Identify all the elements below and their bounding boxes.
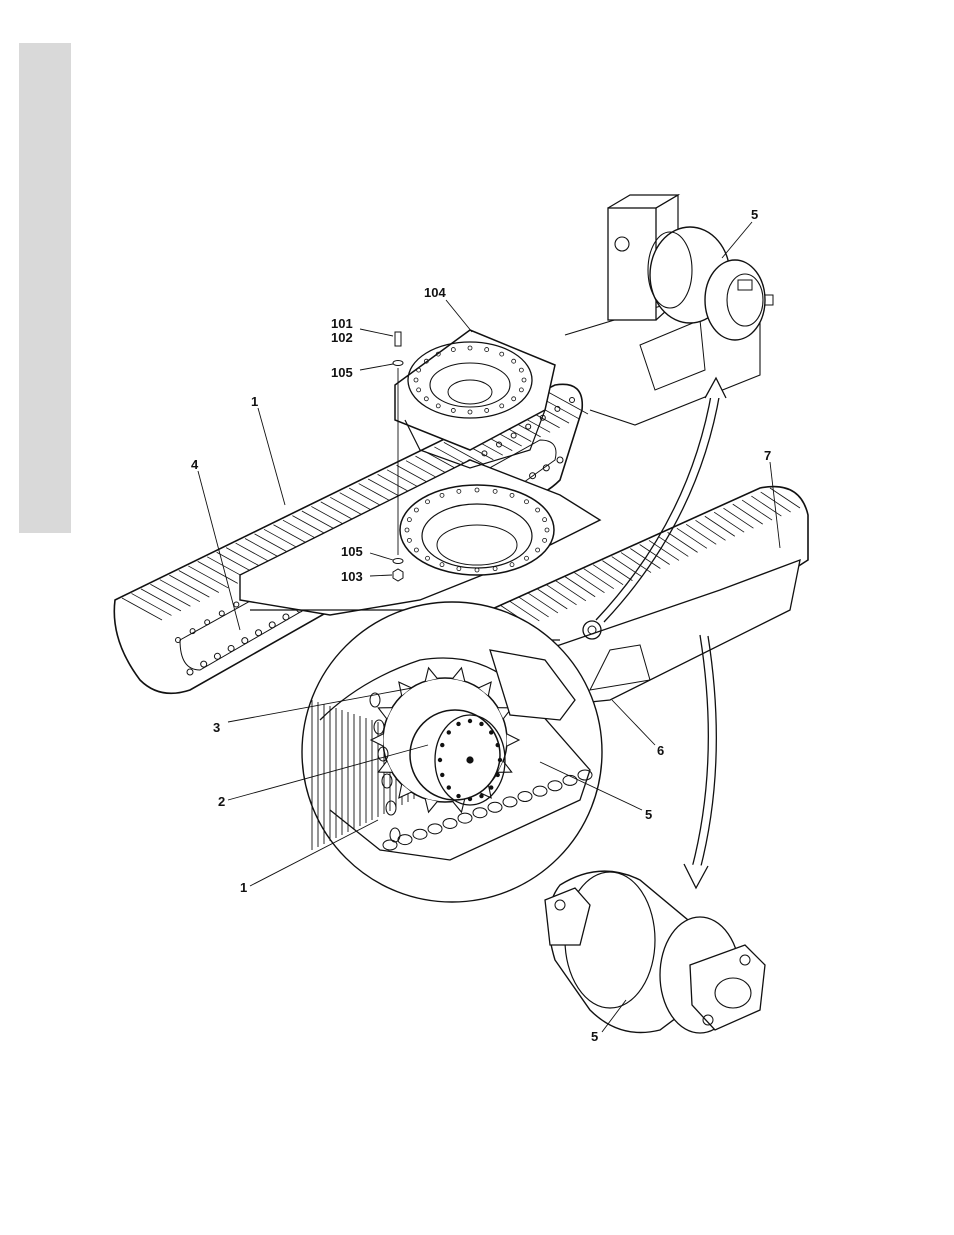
track-shoe-grouser bbox=[131, 593, 171, 615]
callout-105-mid: 105 bbox=[341, 545, 363, 558]
drive-bolt bbox=[489, 786, 493, 790]
callout-101-102: 101 102 bbox=[331, 317, 353, 345]
track-link-pin bbox=[557, 457, 563, 463]
track-shoe-grouser bbox=[602, 561, 632, 581]
track-shoe-grouser bbox=[640, 544, 670, 564]
callout-2-final-drive: 2 bbox=[218, 795, 225, 808]
drive-bolt bbox=[480, 722, 484, 726]
track-shoe-grouser bbox=[150, 584, 190, 606]
track-link-pin bbox=[219, 611, 224, 616]
track-shoe-grouser bbox=[742, 500, 772, 520]
washer-105-top bbox=[393, 361, 403, 366]
drive-bolt bbox=[496, 743, 500, 747]
track-link-pin bbox=[228, 645, 234, 651]
track-link-pin bbox=[214, 653, 220, 659]
track-shoe-grouser bbox=[584, 569, 614, 589]
track-link-pin bbox=[187, 669, 193, 675]
drive-bolt bbox=[440, 743, 444, 747]
track-link-pin bbox=[256, 630, 262, 636]
callout-7: 7 bbox=[764, 449, 771, 462]
callout-103: 103 bbox=[341, 570, 363, 583]
track-shoe-grouser bbox=[686, 524, 716, 544]
track-shoe-grouser bbox=[677, 528, 707, 548]
final-drive-motor-2 bbox=[410, 710, 500, 800]
arrow-to-track-roller bbox=[692, 635, 708, 868]
track-shoe-grouser bbox=[122, 598, 162, 620]
track-shoe-grouser bbox=[556, 581, 586, 601]
track-link-pin bbox=[205, 620, 210, 625]
drive-bolt bbox=[496, 773, 500, 777]
track-shoe-grouser bbox=[593, 565, 623, 585]
callout-5-carrier-roller: 5 bbox=[751, 208, 758, 221]
track-link-pin bbox=[511, 433, 516, 438]
callout-3-sprocket: 3 bbox=[213, 721, 220, 734]
track-shoe-grouser bbox=[733, 504, 763, 524]
drive-bolt bbox=[457, 722, 461, 726]
drive-bolt bbox=[447, 786, 451, 790]
track-shoe-grouser bbox=[668, 532, 698, 552]
track-shoe-grouser bbox=[696, 520, 726, 540]
drive-bolt bbox=[447, 731, 451, 735]
track-link-pin bbox=[283, 614, 289, 620]
swing-adapter-housing bbox=[395, 330, 555, 468]
track-link-pin bbox=[526, 424, 531, 429]
track-shoe-grouser bbox=[141, 589, 181, 611]
track-shoe-grouser bbox=[612, 557, 642, 577]
track-shoe-grouser bbox=[179, 571, 219, 593]
callout-1-detail: 1 bbox=[240, 881, 247, 894]
carrier-roller-end bbox=[705, 260, 765, 340]
drive-bolt bbox=[468, 797, 472, 801]
callout-4: 4 bbox=[191, 458, 198, 471]
track-shoe-grouser bbox=[723, 508, 753, 528]
track-link-pin bbox=[234, 602, 239, 607]
track-shoe-grouser bbox=[537, 589, 567, 609]
track-link-pin bbox=[570, 398, 575, 403]
track-link-pin bbox=[242, 638, 248, 644]
callout-5-track-roller: 5 bbox=[591, 1030, 598, 1043]
track-shoe-grouser bbox=[565, 577, 595, 597]
track-link-pin bbox=[201, 661, 207, 667]
callout-1-track: 1 bbox=[251, 395, 258, 408]
drive-bolt bbox=[457, 794, 461, 798]
callout-5-mid: 5 bbox=[645, 808, 652, 821]
track-shoe-grouser bbox=[169, 575, 209, 597]
drive-bolt bbox=[468, 719, 472, 723]
track-shoe-grouser bbox=[160, 580, 200, 602]
drive-bolt bbox=[480, 794, 484, 798]
track-shoe-grouser bbox=[547, 585, 577, 605]
track-roller-inset bbox=[545, 871, 765, 1033]
track-shoe-grouser bbox=[198, 561, 238, 583]
carrier-roller-inset bbox=[565, 195, 773, 425]
magnified-sprocket-detail bbox=[302, 602, 602, 902]
callout-105-top: 105 bbox=[331, 366, 353, 379]
drive-bolt bbox=[438, 758, 442, 762]
track-shoe-grouser bbox=[705, 516, 735, 536]
track-shoe-grouser bbox=[528, 593, 558, 613]
track-shoe-grouser bbox=[751, 496, 781, 516]
track-link-pin bbox=[269, 622, 275, 628]
track-shoe-grouser bbox=[714, 512, 744, 532]
bolt-101 bbox=[395, 332, 401, 346]
callout-104: 104 bbox=[424, 286, 446, 299]
track-shoe-grouser bbox=[188, 566, 228, 588]
drive-bolt bbox=[498, 758, 502, 762]
drive-bolt bbox=[489, 731, 493, 735]
track-shoe-grouser bbox=[574, 573, 604, 593]
arrow-to-carrier-roller bbox=[596, 390, 712, 620]
track-shoe-grouser bbox=[519, 597, 549, 617]
drive-bolt bbox=[440, 773, 444, 777]
callout-6: 6 bbox=[657, 744, 664, 757]
